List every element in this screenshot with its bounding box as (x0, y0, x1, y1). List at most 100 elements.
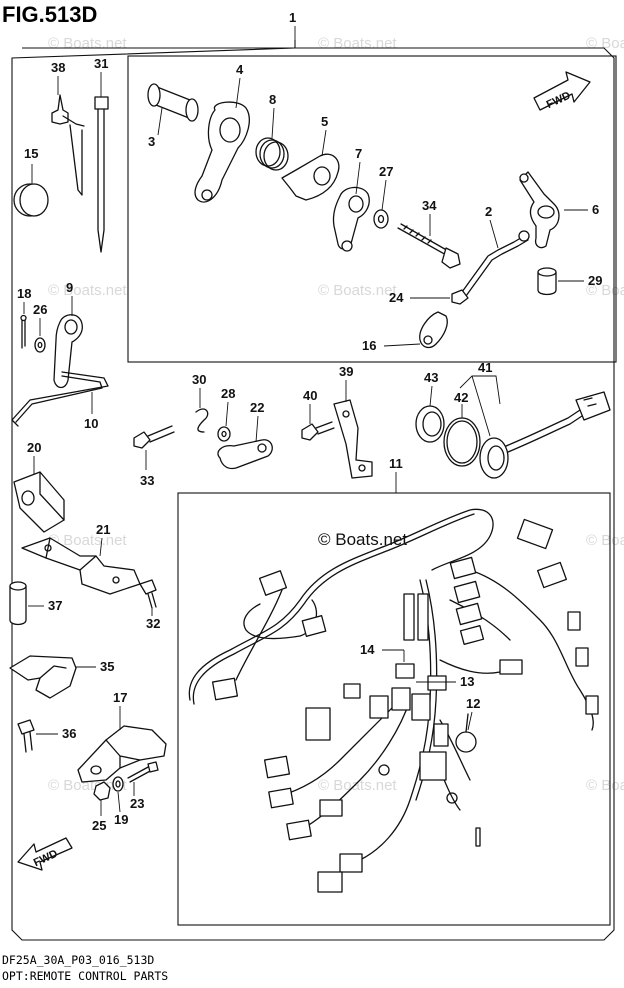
watermark: © Boats.net (48, 35, 127, 52)
bolt-36 (17, 719, 35, 753)
callout-43: 43 (424, 370, 438, 385)
leader-12 (467, 711, 473, 731)
callout-33: 33 (140, 473, 154, 488)
fwd-arrow-top: FWD (533, 71, 591, 111)
watermark-layer: © Boats.net © Boats.net © Boats.net © Bo… (48, 35, 624, 794)
watermark: © Boats.net (318, 282, 397, 299)
bracket-17 (77, 725, 167, 783)
callout-2: 2 (485, 204, 492, 219)
watermark-center: © Boats.net (318, 530, 407, 549)
callout-37: 37 (48, 598, 62, 613)
screw-32 (139, 579, 157, 609)
bracket-20 (13, 471, 65, 533)
socket-41 (479, 391, 611, 479)
callout-1: 1 (289, 10, 296, 25)
shaft-3 (147, 83, 199, 122)
washer-19 (112, 776, 124, 792)
callout-9: 9 (66, 280, 73, 295)
leader-41b (471, 375, 491, 437)
callout-8: 8 (269, 92, 276, 107)
watermark: © Boats.net (586, 777, 624, 794)
cable-tie-31 (69, 96, 109, 253)
lever-arm-4 (194, 101, 250, 203)
leader-2 (489, 219, 499, 249)
callout-40: 40 (303, 388, 317, 403)
leader-22 (255, 415, 259, 443)
bolt-33 (133, 425, 175, 449)
caption: OPT:REMOTE CONTROL PARTS (2, 969, 168, 983)
watermark: © Boats.net (318, 35, 397, 52)
callout-23: 23 (130, 796, 144, 811)
bolt-40 (301, 421, 335, 441)
washer-26 (34, 337, 46, 353)
callout-5: 5 (321, 114, 328, 129)
callout-42: 42 (454, 390, 468, 405)
leader-41 (459, 375, 501, 405)
leader-7 (355, 161, 361, 195)
callout-41: 41 (478, 360, 492, 375)
ring-43 (415, 405, 445, 443)
callout-21: 21 (96, 522, 110, 537)
figure-title: FIG.513D (2, 2, 97, 27)
link-9 (53, 314, 83, 389)
callout-29: 29 (588, 273, 602, 288)
callout-31: 31 (94, 56, 108, 71)
leader-27 (381, 179, 387, 211)
callout-20: 20 (27, 440, 41, 455)
watermark: © Boats.net (48, 532, 127, 549)
lever-group-box (127, 55, 617, 363)
callout-27: 27 (379, 164, 393, 179)
collar-29 (537, 267, 557, 296)
model-code: DF25A_30A_P03_016_513D (2, 953, 154, 967)
rod-10 (11, 371, 109, 427)
nut-24 (451, 289, 469, 305)
plate-5 (281, 153, 340, 201)
callout-14: 14 (360, 642, 375, 657)
watermark: © Boats.net (48, 282, 127, 299)
lever-6 (519, 171, 560, 249)
callout-34: 34 (422, 198, 437, 213)
leader-16 (383, 343, 421, 347)
sleeve-37 (9, 581, 27, 626)
callout-17: 17 (113, 690, 127, 705)
leader-43 (429, 385, 433, 407)
callout-3: 3 (148, 134, 155, 149)
wire-harness-11 (188, 508, 599, 893)
washer-27 (373, 209, 389, 229)
callout-13: 13 (460, 674, 474, 689)
leader-4 (235, 77, 241, 109)
watermark: © Boats.net (318, 777, 397, 794)
bolt-34 (397, 223, 461, 269)
callout-4: 4 (236, 62, 244, 77)
bracket-39 (333, 399, 373, 479)
callout-22: 22 (250, 400, 264, 415)
leader-28 (225, 401, 229, 427)
bolt-23 (127, 761, 159, 783)
callout-32: 32 (146, 616, 160, 631)
callout-25: 25 (92, 818, 106, 833)
spring-8 (255, 137, 289, 171)
clip-38 (51, 94, 85, 127)
leader-5 (321, 129, 327, 157)
plate-21 (21, 537, 141, 595)
callout-36: 36 (62, 726, 76, 741)
callout-30: 30 (192, 372, 206, 387)
cam-7 (332, 186, 370, 252)
callout-6: 6 (592, 202, 599, 217)
callout-10: 10 (84, 416, 98, 431)
callout-11: 11 (389, 456, 403, 471)
plug-15 (13, 183, 49, 217)
plate-35 (9, 655, 77, 699)
harness-group-box (177, 492, 611, 926)
callout-15: 15 (24, 146, 38, 161)
callout-38: 38 (51, 60, 65, 75)
cotter-pin-18 (20, 314, 27, 349)
callout-39: 39 (339, 364, 353, 379)
rod-end-16 (419, 311, 448, 349)
callout-24: 24 (389, 290, 404, 305)
main-outline (11, 40, 615, 941)
callout-19: 19 (114, 812, 128, 827)
callout-18: 18 (17, 286, 31, 301)
callout-28: 28 (221, 386, 235, 401)
